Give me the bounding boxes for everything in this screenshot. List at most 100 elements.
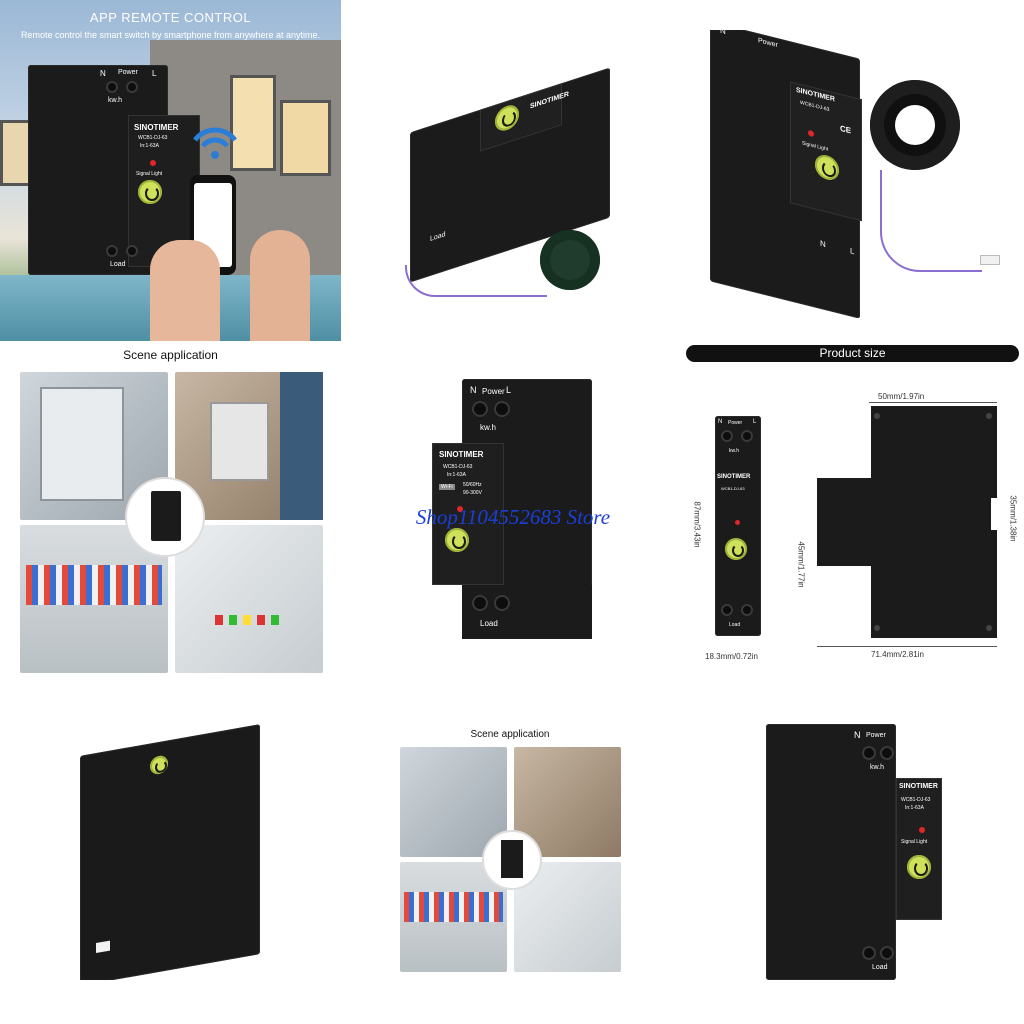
device-kwh-label: kw.h <box>870 764 885 771</box>
breaker-device: N Power SINOTIMER WCB1-DJ-63 CE Signal L… <box>710 30 862 319</box>
scene-photo-control-panel <box>175 525 323 673</box>
hero-app-remote-panel: APP REMOTE CONTROL Remote control the sm… <box>0 0 341 341</box>
product-size-panel: Product size N Power L kw.h SINOTIMER WC… <box>683 342 1024 683</box>
power-button <box>725 538 747 560</box>
signal-led <box>457 506 463 512</box>
dim-right-35: 35mm/1.38in <box>1008 495 1018 542</box>
device-model: WCB1-DJ-63 <box>721 486 745 491</box>
device-terminal-n: N <box>718 419 723 425</box>
scene-photo-meter-technician <box>175 372 323 520</box>
terminal-screw <box>880 946 894 960</box>
power-button <box>445 528 469 552</box>
hero-title: APP REMOTE CONTROL <box>89 10 252 25</box>
terminal-screw <box>880 746 894 760</box>
ct-sensor-wire <box>405 265 547 297</box>
device-terminal-n: N <box>854 730 861 740</box>
terminal-screw <box>126 81 138 93</box>
device-rating: In:1-63A <box>447 472 466 478</box>
breaker-device <box>80 724 260 980</box>
product-front-closeup: N Power kw.h Load SINOTIMER WCB1-DJ-63 I… <box>760 720 960 985</box>
dim-height-87: 87mm/3.43in <box>692 501 702 548</box>
product-front-view: N Power L kw.h SINOTIMER WCB1-DJ-63 In:1… <box>400 375 630 645</box>
device-power-label: Power <box>118 69 138 76</box>
device-terminal-l: L <box>506 385 512 395</box>
dim-line-top <box>869 402 997 403</box>
terminal-screw <box>126 245 138 257</box>
device-bottom-terminals: Load <box>462 585 592 639</box>
scene-application-panel: Scene application <box>0 342 341 683</box>
breaker-device-mini <box>151 491 181 541</box>
breaker-device-front: N Power L kw.h SINOTIMER WCB1-DJ-63 Load <box>715 416 761 636</box>
signal-led <box>919 827 925 833</box>
dim-width-71: 71.4mm/2.81in <box>871 650 924 659</box>
device-power-label: Power <box>728 420 743 426</box>
device-freq: 50/60Hz <box>463 482 482 488</box>
ct-sensor-hole <box>895 105 935 145</box>
device-rating: In:1-63A <box>905 805 924 811</box>
product-back-view <box>70 720 270 980</box>
product-angle-view-2: N Power SINOTIMER WCB1-DJ-63 CE Signal L… <box>690 30 1024 320</box>
device-kwh-label: kw.h <box>480 423 497 432</box>
din-rail-clip <box>96 940 110 954</box>
terminal-screw <box>472 595 488 611</box>
product-size-title: Product size <box>819 346 886 360</box>
device-power-label: Power <box>758 37 778 50</box>
terminal-screw <box>862 946 876 960</box>
breaker-side-profile <box>811 406 997 638</box>
terminal-screw <box>741 430 753 442</box>
device-load-label: Load <box>872 964 888 971</box>
breaker-device: N Power kw.h Load <box>766 724 896 980</box>
hand-holding-phone <box>150 240 220 341</box>
photo-detail-breakers <box>404 892 503 922</box>
device-terminal-l: L <box>753 419 757 425</box>
breaker-device: N Power L kw.h SINOTIMER WCB1-DJ-63 In:1… <box>28 65 200 275</box>
terminal-screw <box>721 604 733 616</box>
scene-title: Scene application <box>470 729 550 740</box>
scene-photo-electrical-box <box>20 372 168 520</box>
terminal-screw <box>741 604 753 616</box>
power-button <box>138 180 162 204</box>
ct-sensor-ring <box>870 80 960 170</box>
wifi-signal-icon <box>190 115 240 165</box>
photo-detail-cabinet <box>40 387 124 501</box>
device-power-label: Power <box>866 732 886 739</box>
breaker-device-mini <box>501 840 523 878</box>
device-terminal-n: N <box>470 385 477 395</box>
house-window <box>280 100 331 176</box>
terminal-screw <box>862 746 876 760</box>
device-power-label: Power <box>482 387 505 396</box>
product-angle-view-1: SINOTIMER Load <box>390 40 640 310</box>
breaker-front-panel: SINOTIMER WCB1-DJ-63 In:1-63A Wi-Fi 50/6… <box>432 443 504 585</box>
scene-device-inset <box>125 477 205 557</box>
device-load-label: Load <box>430 230 446 243</box>
ct-sensor-wire <box>880 170 982 272</box>
terminal-screw <box>721 430 733 442</box>
breaker-top-panel <box>480 83 562 152</box>
dim-width-18: 18.3mm/0.72in <box>705 652 758 661</box>
product-size-banner: Product size <box>686 345 1019 362</box>
power-button <box>907 855 931 879</box>
ct-sensor-ring <box>540 230 600 290</box>
photo-detail-person <box>280 372 323 520</box>
terminal-screw <box>106 245 118 257</box>
hero-subtitle: Remote control the smart switch by smart… <box>20 30 321 40</box>
terminal-screw <box>494 595 510 611</box>
house-window <box>230 75 276 171</box>
dim-width-50: 50mm/1.97in <box>878 392 925 401</box>
signal-led <box>150 160 156 166</box>
ct-connector-plug <box>980 255 1000 265</box>
terminal-screw <box>494 401 510 417</box>
device-terminal-l: L <box>850 246 855 257</box>
scene-application-panel-2: Scene application <box>390 725 630 975</box>
device-signal-label: Signal Light <box>136 171 163 177</box>
dim-inner-45: 45mm/1.77in <box>796 541 806 588</box>
device-voltage: 90-300V <box>463 490 482 496</box>
power-button <box>150 754 168 776</box>
device-rating: In:1-63A <box>140 143 159 149</box>
terminal-screw <box>472 401 488 417</box>
device-kwh-label: kw.h <box>729 448 740 454</box>
terminal-screw <box>106 81 118 93</box>
device-signal-label: Signal Light <box>901 839 928 845</box>
store-watermark: Shop1104552683 Store <box>415 505 611 529</box>
device-load-label: Load <box>480 619 498 628</box>
